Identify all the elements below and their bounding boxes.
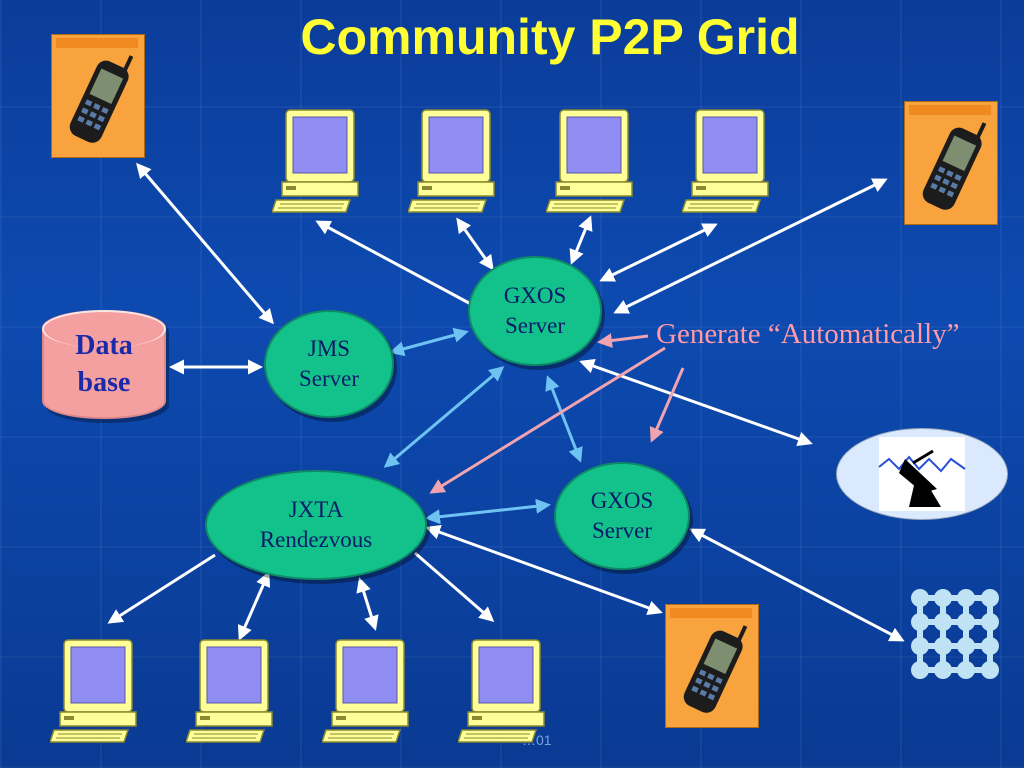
slide-footer: …01 <box>522 732 552 748</box>
computer-icon <box>408 109 495 213</box>
computer-top-3[interactable] <box>546 108 641 228</box>
computer-bottom-3[interactable] <box>322 638 417 758</box>
cell-phone-icon <box>909 105 991 210</box>
computer-icon <box>546 109 633 213</box>
gxos-server-bottom[interactable]: GXOS Server <box>554 462 690 570</box>
cell-phone-icon <box>56 38 138 143</box>
gxos-server-top-line2: Server <box>504 313 566 338</box>
arrow-annot-jxta <box>429 346 666 494</box>
computer-bottom-2[interactable] <box>186 638 281 758</box>
arrow-jxta-pc7 <box>356 577 379 631</box>
computer-bottom-1[interactable] <box>50 638 145 758</box>
computer-top-1[interactable] <box>272 108 367 228</box>
satellite-dish-icon <box>878 437 966 511</box>
arrow-annot-gxos <box>597 333 649 348</box>
computer-icon <box>458 639 545 743</box>
arrow-pc3-gxos <box>569 215 593 265</box>
jms-server[interactable]: JMS Server <box>264 310 394 418</box>
arrow-phone-tl-jms <box>136 162 274 325</box>
jxta-rendezvous-line2: Rendezvous <box>259 527 373 552</box>
jms-server-line1: JMS <box>307 336 351 362</box>
arrow-gxos-jxta <box>383 366 505 468</box>
jxta-rendezvous[interactable]: JXTA Rendezvous <box>205 470 427 580</box>
computer-icon <box>186 639 273 743</box>
gxos-server-top-line1: GXOS <box>503 283 567 309</box>
computer-icon <box>272 109 359 213</box>
computer-top-4[interactable] <box>682 108 777 228</box>
computer-bottom-4[interactable] <box>458 638 553 758</box>
gxos-server-bottom-line2: Server <box>591 518 653 543</box>
gxos-server-top[interactable]: GXOS Server <box>468 256 602 366</box>
slide-title: Community P2P Grid <box>300 9 800 65</box>
cell-phone-icon <box>670 608 752 713</box>
database-line2: base <box>77 366 131 398</box>
arrow-jxta-pc8 <box>414 551 495 622</box>
arrow-annot-gxos2 <box>649 367 685 443</box>
arrow-pc2-gxos <box>456 217 494 271</box>
computer-icon <box>50 639 137 743</box>
database-cylinder[interactable]: Data base <box>42 310 166 419</box>
arrow-phone-tr-gxos <box>613 178 888 314</box>
arrow-pc1-gxos <box>315 220 485 312</box>
satellite-dish-node[interactable] <box>836 428 1008 520</box>
jxta-rendezvous-line1: JXTA <box>288 497 344 523</box>
generate-automatically-label: Generate “Automatically” <box>656 318 960 350</box>
arrow-jxta-phone-b <box>425 525 663 615</box>
arrow-gxos-gxos2 <box>545 375 583 463</box>
computer-top-2[interactable] <box>408 108 503 228</box>
arrow-jxta-pc6 <box>237 571 271 641</box>
arrow-jxta-gxos2 <box>425 498 551 525</box>
arrow-jxta-pc5 <box>107 553 216 624</box>
arrow-gxos-satellite <box>579 358 813 447</box>
database-line1: Data <box>75 330 133 362</box>
arrow-gxos2-grid <box>689 528 905 642</box>
computer-icon <box>682 109 769 213</box>
jms-server-line2: Server <box>298 366 360 391</box>
computer-icon <box>322 639 409 743</box>
gxos-server-bottom-line1: GXOS <box>590 488 654 514</box>
arrow-jms-gxos <box>389 327 469 357</box>
